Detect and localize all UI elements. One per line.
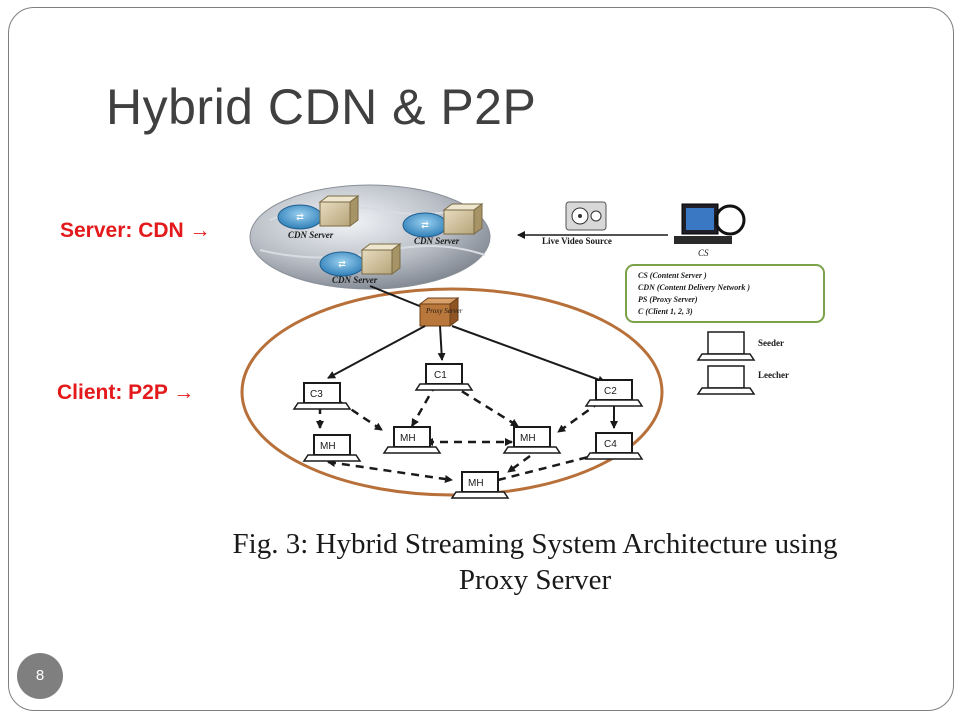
slide-frame — [8, 7, 954, 711]
mh-label: MH — [320, 441, 336, 452]
mh-label: MH — [520, 433, 536, 444]
cdn-server-1: ⇄ CDN Server — [277, 195, 360, 240]
server-cdn-label: Server: CDN → — [60, 219, 211, 242]
client-c4: C4 — [584, 432, 644, 460]
svg-text:⇄: ⇄ — [296, 212, 304, 222]
legend-box: CS (Content Server ) CDN (Content Delive… — [625, 264, 825, 323]
caption-line-2: Proxy Server — [458, 564, 612, 596]
legend-line-cdn: CDN (Content Delivery Network ) — [638, 283, 750, 292]
figure-caption: Fig. 3: Hybrid Streaming System Architec… — [160, 526, 910, 598]
c4-label: C4 — [604, 439, 617, 450]
svg-text:⇄: ⇄ — [421, 220, 429, 230]
hybrid-architecture-diagram: ⇄ CDN Server ⇄ CDN Server ⇄ CDN Server L… — [240, 184, 825, 499]
page-number-badge: 8 — [17, 653, 63, 699]
proxy-server-label: Proxy Server — [425, 307, 463, 315]
client-c2: C2 — [584, 379, 644, 407]
mh-label: MH — [468, 478, 484, 489]
film-reel-icon — [565, 201, 607, 231]
svg-text:⇄: ⇄ — [338, 259, 346, 269]
proxy-to-c2-arrow — [451, 325, 606, 384]
content-server-computer-icon — [674, 203, 746, 244]
c2-label: C2 — [604, 386, 617, 397]
live-video-source-label: Live Video Source — [542, 236, 612, 246]
seeder-laptop-icon — [696, 331, 756, 361]
p2p-dashed-links — [316, 382, 601, 483]
c1-label: C1 — [434, 370, 447, 381]
client-c3: C3 — [292, 382, 352, 410]
legend-line-c: C (Client 1, 2, 3) — [638, 307, 693, 316]
caption-line-1: Fig. 3: Hybrid Streaming System Architec… — [232, 528, 838, 560]
mobile-host-4: MH — [450, 471, 510, 499]
mobile-host-1: MH — [302, 434, 362, 462]
c3-label: C3 — [310, 389, 323, 400]
client-p2p-label: Client: P2P → — [57, 381, 195, 404]
cdn-server-2: ⇄ CDN Server — [402, 203, 484, 246]
slide-title: Hybrid CDN & P2P — [106, 79, 537, 135]
cdn-server-3: ⇄ CDN Server — [319, 243, 402, 285]
leecher-laptop-icon — [696, 365, 756, 395]
proxy-to-c1-arrow — [437, 325, 446, 361]
leecher-label: Leecher — [758, 370, 789, 380]
client-c1: C1 — [414, 363, 474, 391]
proxy-server: Proxy Server — [418, 297, 463, 327]
legend-line-ps: PS (Proxy Server) — [638, 295, 698, 304]
p2p-ellipse — [240, 287, 664, 497]
cdn-server-label: CDN Server — [288, 230, 334, 240]
cdn-server-label: CDN Server — [332, 275, 378, 285]
mobile-host-2: MH — [382, 426, 442, 454]
legend-line-cs: CS (Content Server ) — [638, 271, 707, 280]
cdn-to-proxy-line — [369, 285, 423, 308]
mh-label: MH — [400, 433, 416, 444]
proxy-to-c3-arrow — [327, 325, 426, 379]
cs-label: CS — [698, 248, 709, 258]
mobile-host-3: MH — [502, 426, 562, 454]
seeder-label: Seeder — [758, 338, 784, 348]
cdn-server-label: CDN Server — [414, 236, 460, 246]
